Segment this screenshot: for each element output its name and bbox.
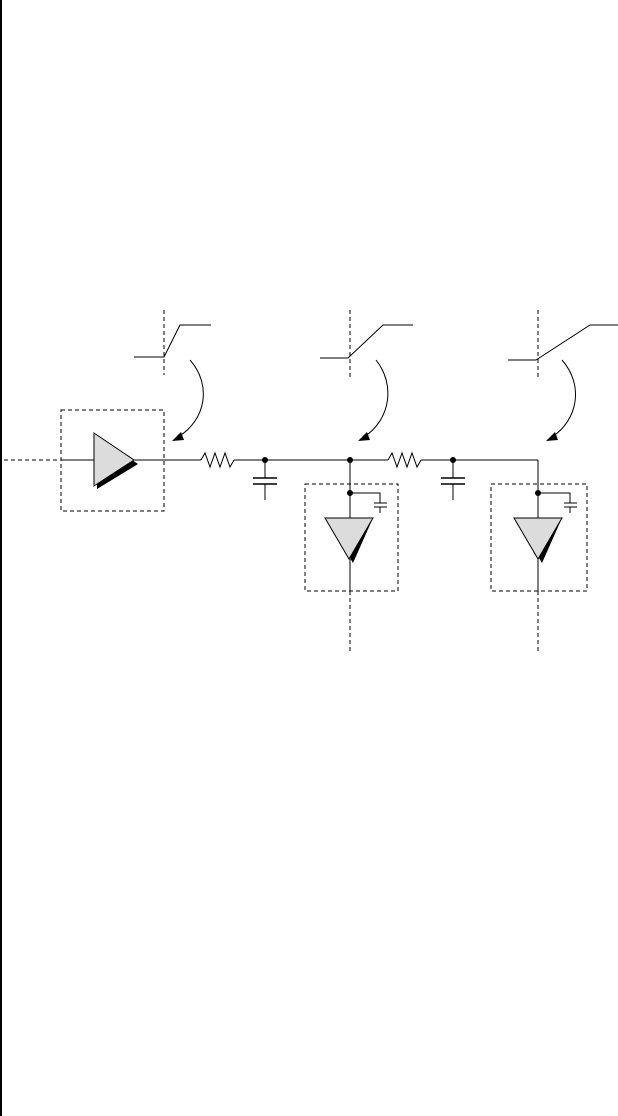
capacitor-2 (441, 457, 465, 500)
resistor-2 (388, 453, 421, 467)
receiver-buffer-2 (491, 484, 587, 652)
waveform-node-2 (508, 310, 618, 378)
load-capacitor-2 (564, 503, 577, 513)
receiver-buffer-1 (305, 457, 398, 652)
arrow-to-node-1 (358, 360, 388, 441)
arrow-to-node-2 (546, 360, 575, 441)
capacitor-1 (253, 457, 277, 500)
arrow-to-driver-output (172, 360, 203, 441)
load-capacitor-1 (374, 503, 387, 513)
resistor-1 (201, 453, 234, 467)
driver-buffer (61, 410, 164, 511)
waveform-node-1 (320, 310, 413, 378)
waveform-driver (134, 310, 211, 375)
